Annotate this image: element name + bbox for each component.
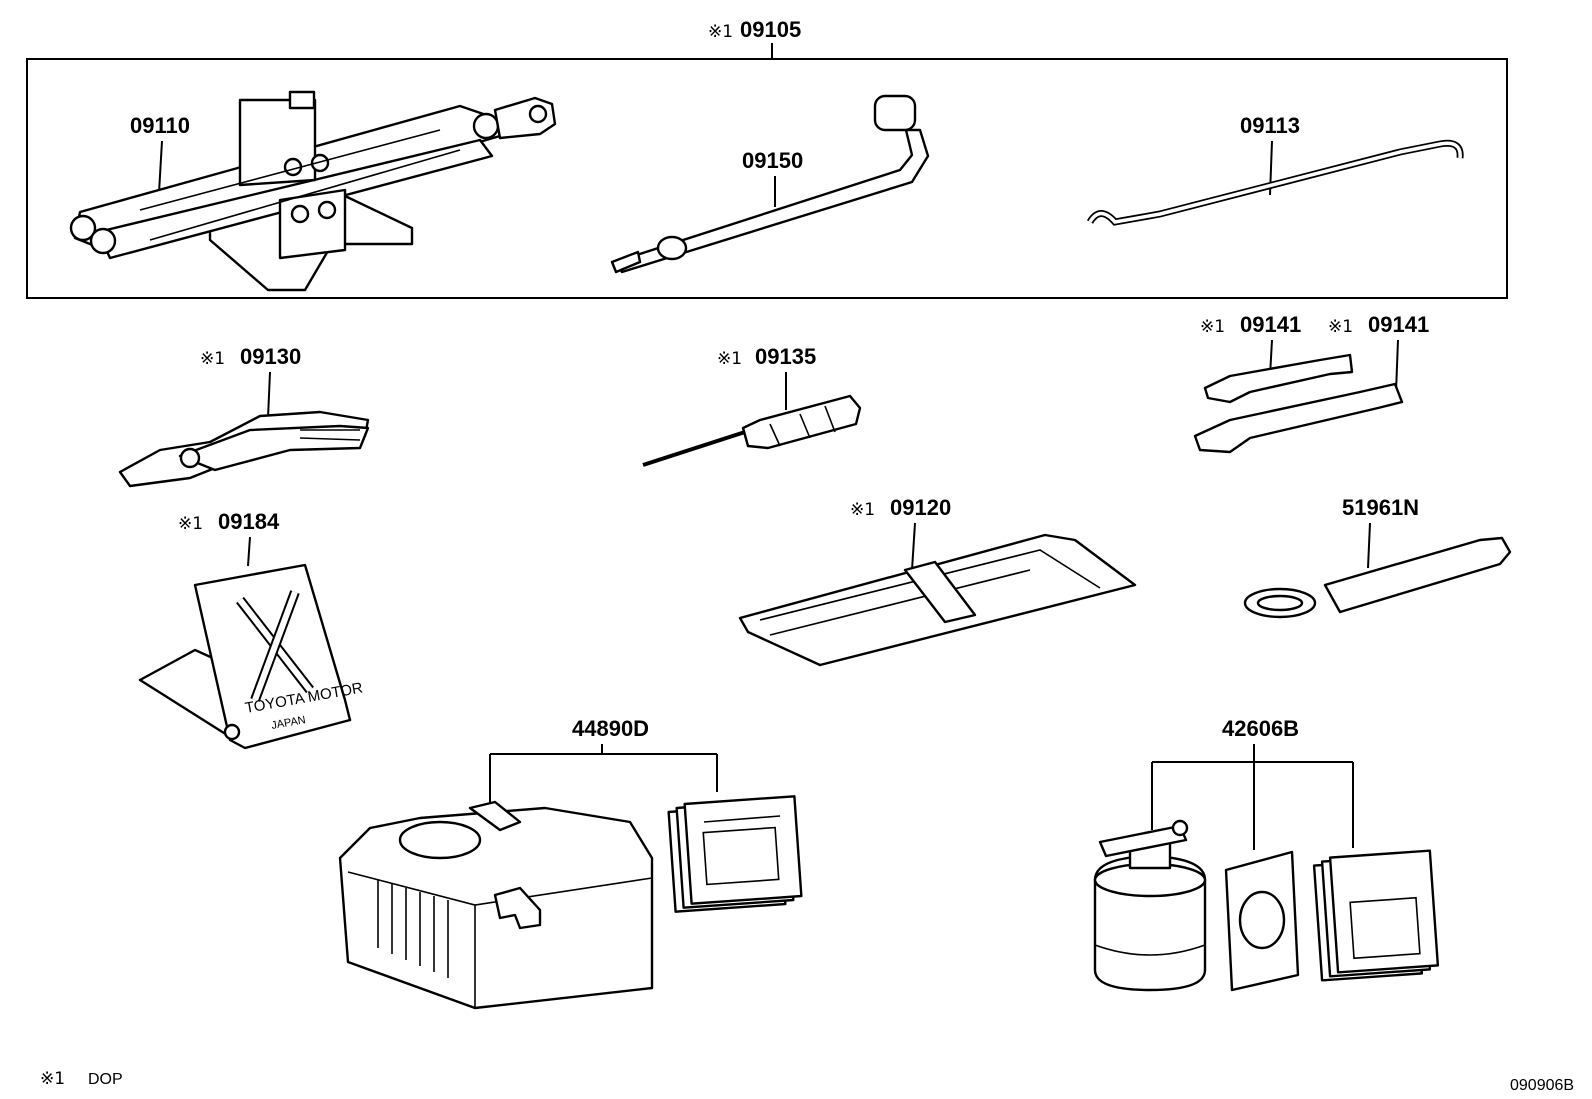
- label-42606B: 42606B: [1222, 716, 1299, 741]
- label-09120: 09120: [890, 495, 951, 520]
- marker-09141-a: ※1: [1200, 317, 1225, 337]
- part-jack[interactable]: 09110: [69, 90, 557, 292]
- label-09135: 09135: [755, 344, 816, 369]
- marker-09120: ※1: [850, 500, 875, 520]
- footnote-text: DOP: [88, 1071, 123, 1088]
- part-wheel-chock[interactable]: ※1 09184 TOYOTA MOTOR JAPAN: [138, 509, 364, 750]
- label-44890D: 44890D: [572, 716, 649, 741]
- label-09110: 09110: [130, 113, 190, 138]
- label-09150: 09150: [742, 148, 803, 173]
- marker-09184: ※1: [178, 514, 203, 534]
- part-sealant-kit[interactable]: 42606B: [1093, 716, 1440, 992]
- marker-09130: ※1: [200, 349, 225, 369]
- label-51961N: 51961N: [1342, 495, 1419, 520]
- part-screwdriver[interactable]: ※1 09135: [642, 344, 862, 467]
- footnote: ※1 DOP: [40, 1069, 123, 1089]
- label-09141-upper: 09141: [1240, 312, 1301, 337]
- part-compressor-kit[interactable]: 44890D: [338, 716, 803, 1010]
- part-wrenches[interactable]: ※1 09141 ※1 09141: [1193, 312, 1429, 454]
- marker-09141-b: ※1: [1328, 317, 1353, 337]
- chock-text-2: JAPAN: [270, 714, 306, 732]
- label-09184: 09184: [218, 509, 280, 534]
- diagram-id: 090906B: [1510, 1077, 1574, 1094]
- part-pliers[interactable]: ※1 09130: [118, 344, 370, 488]
- footnote-marker: ※1: [40, 1069, 65, 1089]
- label-09141-lower: 09141: [1368, 312, 1429, 337]
- group-label: 09105: [740, 17, 801, 42]
- group-09105: ※1 09105: [26, 17, 1508, 299]
- part-tool-bag[interactable]: ※1 09120: [738, 495, 1137, 667]
- marker-09135: ※1: [717, 349, 742, 369]
- part-jack-handle[interactable]: 09150: [610, 94, 930, 274]
- group-marker: ※1: [708, 22, 733, 42]
- part-tow-hook[interactable]: 51961N: [1243, 495, 1512, 619]
- label-09130: 09130: [240, 344, 301, 369]
- label-09113: 09113: [1240, 113, 1300, 138]
- group-box: [26, 58, 1508, 299]
- part-hook-rod[interactable]: 09113: [1086, 113, 1464, 226]
